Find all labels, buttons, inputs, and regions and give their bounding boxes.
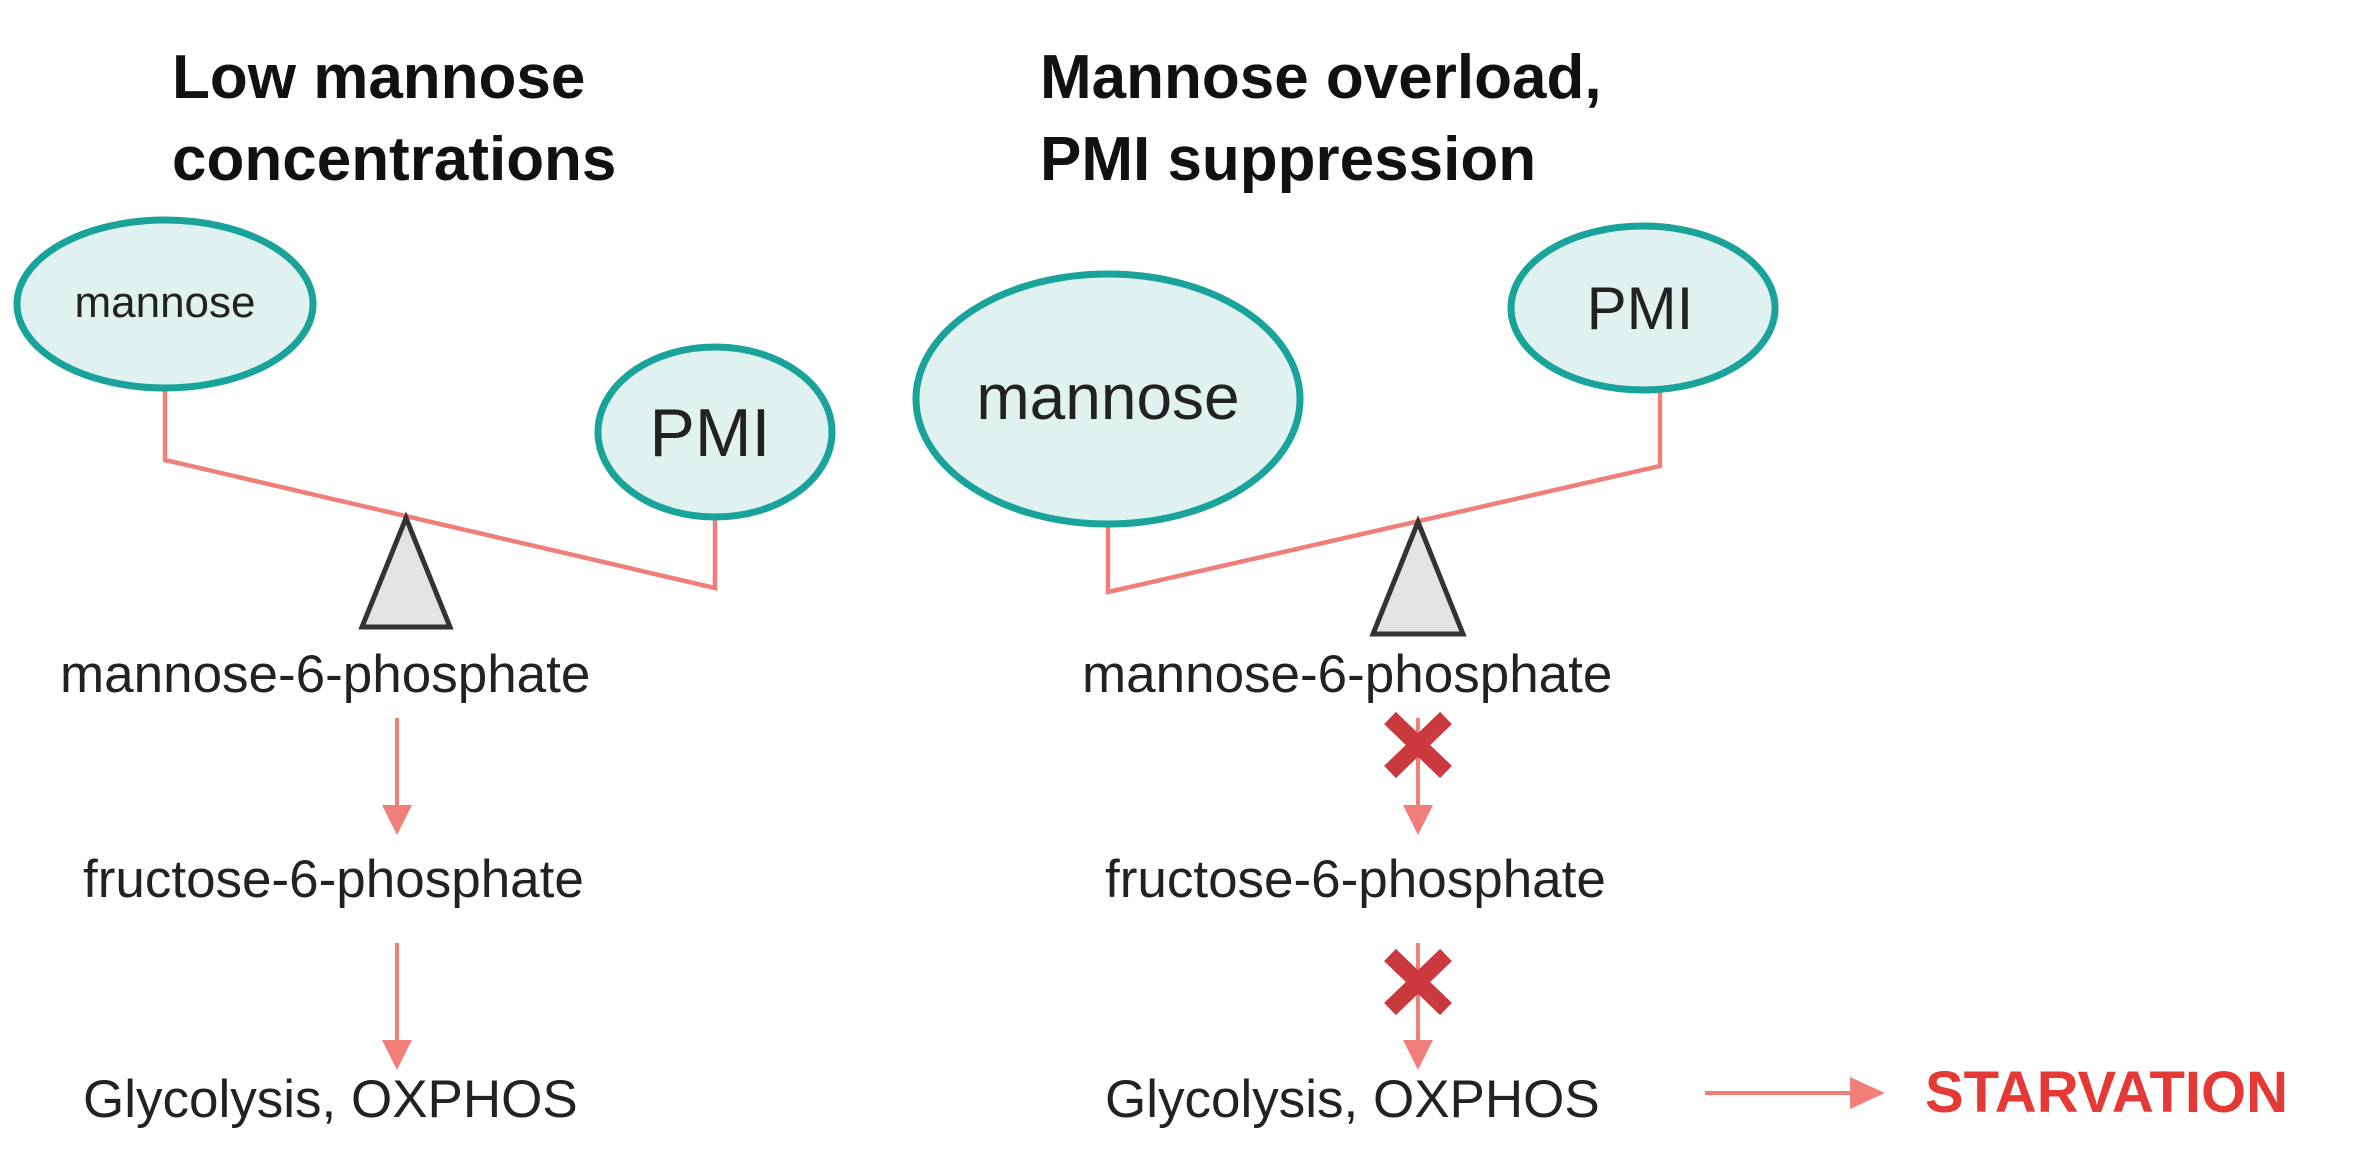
left-panel: Low mannose concentrations mannose PMI m… — [13, 43, 836, 1129]
right-panel-title-line1: Mannose overload, — [1040, 43, 1602, 112]
left-mannose-bubble: mannose — [13, 216, 317, 392]
right-mannose-label: mannose — [976, 361, 1239, 433]
right-arrow-1-head — [1403, 805, 1433, 835]
right-panel-title-line2: PMI suppression — [1040, 125, 1536, 194]
left-step-glycolysis-oxphos: Glycolysis, OXPHOS — [83, 1070, 578, 1129]
left-pmi-label: PMI — [650, 395, 771, 471]
right-block-x-mark-2 — [1384, 948, 1452, 1016]
left-panel-title-line1: Low mannose — [172, 43, 585, 112]
left-step-mannose-6-phosphate: mannose-6-phosphate — [60, 645, 590, 704]
right-fulcrum — [1369, 515, 1467, 637]
right-step-mannose-6-phosphate: mannose-6-phosphate — [1082, 645, 1612, 704]
left-mannose-label: mannose — [74, 278, 255, 327]
left-step-fructose-6-phosphate: fructose-6-phosphate — [83, 850, 584, 909]
right-arrow-2-head — [1403, 1040, 1433, 1070]
left-pmi-bubble: PMI — [594, 343, 836, 521]
left-balance-beam — [162, 390, 718, 591]
left-panel-title-line2: concentrations — [172, 125, 616, 194]
outcome-starvation-label: STARVATION — [1925, 1060, 2288, 1125]
right-step-fructose-6-phosphate: fructose-6-phosphate — [1105, 850, 1606, 909]
right-step-glycolysis-oxphos: Glycolysis, OXPHOS — [1105, 1070, 1600, 1129]
right-mannose-bubble: mannose — [912, 270, 1304, 528]
right-pmi-label: PMI — [1587, 275, 1694, 342]
left-arrow-2-head — [382, 1040, 412, 1070]
right-arrow-to-outcome-head — [1850, 1077, 1885, 1109]
left-arrow-1-head — [382, 805, 412, 835]
left-fulcrum — [358, 511, 454, 630]
right-block-x-mark-1 — [1384, 711, 1452, 779]
right-panel: Mannose overload, PMI suppression mannos… — [912, 43, 2288, 1129]
right-pmi-bubble: PMI — [1507, 222, 1779, 394]
right-balance-beam — [1105, 390, 1663, 595]
